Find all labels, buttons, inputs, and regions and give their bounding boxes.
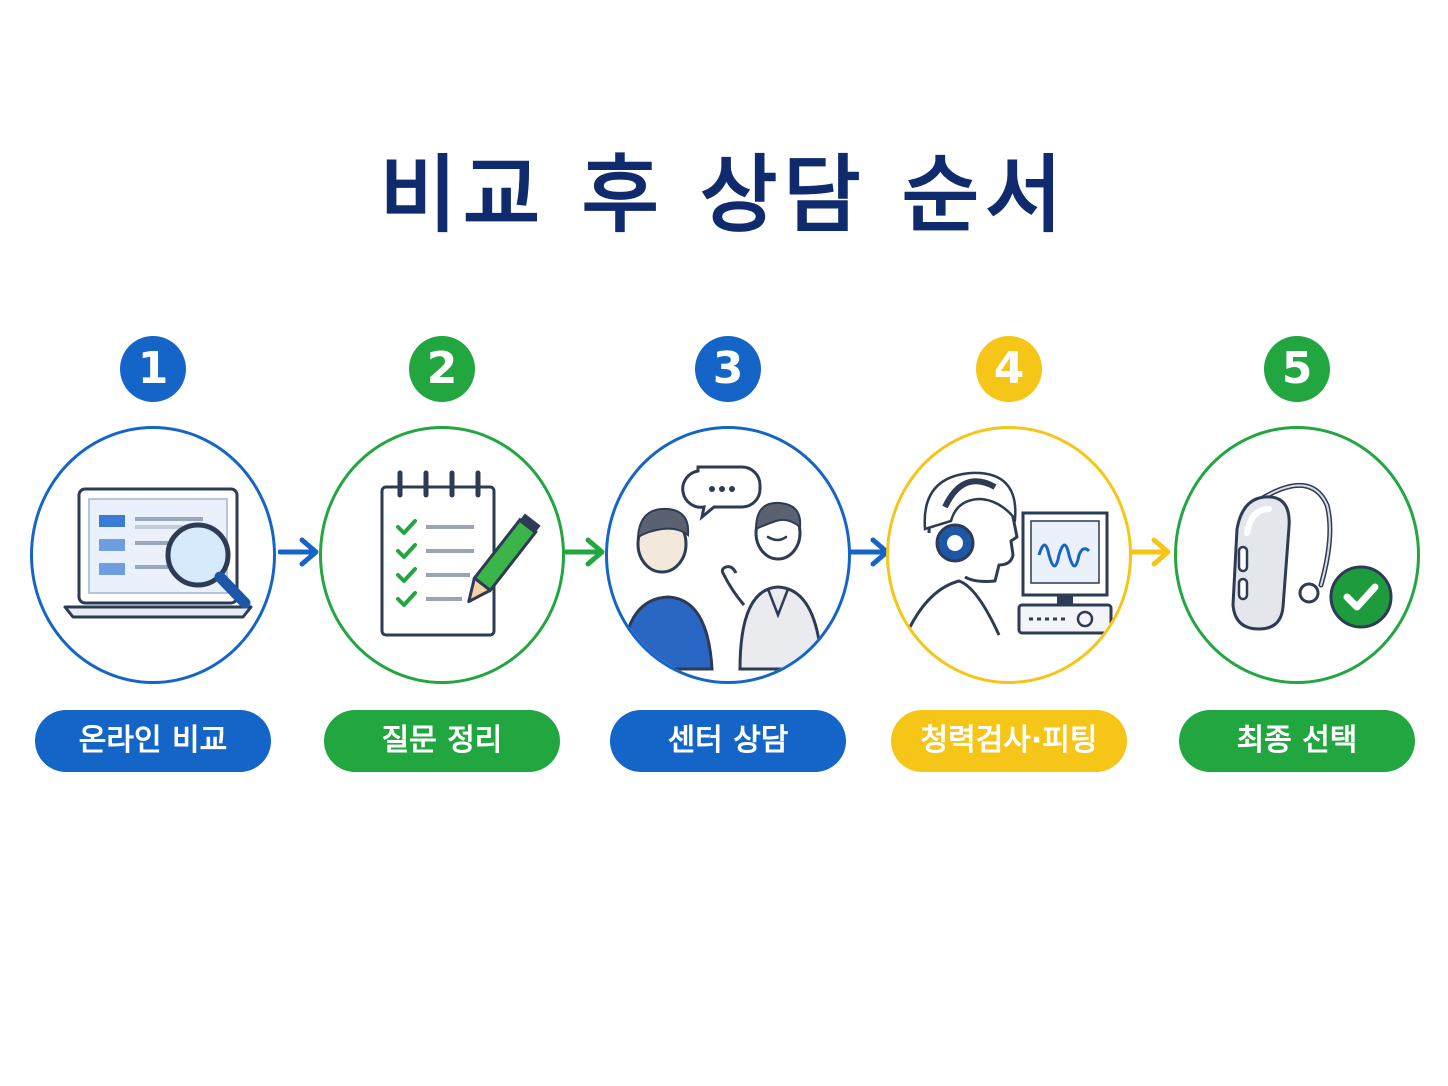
step-1: 1 온라인 비교	[28, 0, 278, 800]
step-number-badge: 5	[1264, 336, 1330, 402]
step-icon-circle	[319, 426, 565, 684]
page-title: 비교 후 상담 순서	[379, 146, 1069, 244]
step-label: 청력검사·피팅	[891, 710, 1127, 772]
step-icon-circle	[1174, 426, 1420, 684]
step-label: 센터 상담	[610, 710, 846, 772]
step-5: 5 최종 선택	[1172, 0, 1422, 800]
step-number-badge: 3	[695, 336, 761, 402]
step-number-badge: 2	[409, 336, 475, 402]
step-3: 3 센터 상담	[603, 0, 853, 800]
step-icon-circle	[886, 426, 1132, 684]
checklist-pencil-icon	[380, 470, 541, 637]
hearing-test-icon	[907, 471, 1113, 636]
laptop-search-icon	[63, 487, 253, 619]
step-4: 4 청력검사·피팅	[884, 0, 1134, 800]
step-icon-circle	[605, 426, 851, 684]
step-label: 질문 정리	[324, 710, 560, 772]
step-number-badge: 4	[976, 336, 1042, 402]
arrow-right-icon	[564, 537, 605, 567]
consultation-icon	[620, 465, 824, 671]
step-number-badge: 1	[120, 336, 186, 402]
step-label: 온라인 비교	[35, 710, 271, 772]
arrow-right-icon	[278, 537, 319, 567]
hearing-aid-check-icon	[1231, 483, 1393, 631]
step-label: 최종 선택	[1179, 710, 1415, 772]
step-icon-circle	[30, 426, 276, 684]
arrow-right-icon	[1130, 537, 1171, 567]
step-2: 2 질문 정리	[317, 0, 567, 800]
